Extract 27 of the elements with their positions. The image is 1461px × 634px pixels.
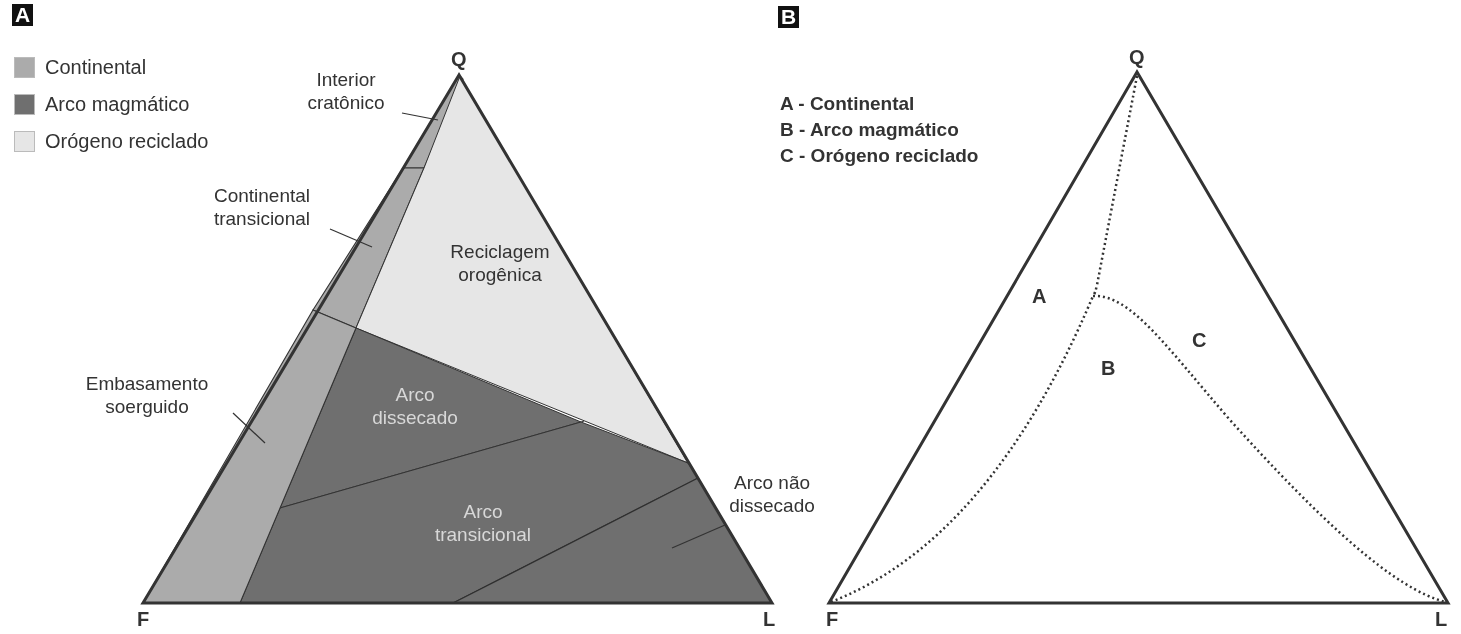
region-label: Reciclagem orogênica [449,240,551,286]
legend-text: Continental [45,55,147,79]
leader-line [329,228,373,248]
region-label: Arco transicional [433,500,533,546]
panel-letter: A [12,4,34,26]
region-letter: B [1101,356,1116,380]
vertex-label: L [763,607,776,631]
vertex-label: Q [1129,45,1145,69]
panel-letter: B [778,6,800,28]
vertex-label: F [826,607,839,631]
vertex-label: F [137,607,150,631]
region-label: Arco não dissecado [722,471,822,517]
vertex-label: L [1435,607,1448,631]
key-text: A - Continental [780,92,915,116]
leader-line [671,524,726,549]
legend-text: Arco magmático [45,92,190,116]
region-label: Continental transicional [192,184,332,230]
region-label: Arco dissecado [371,383,459,429]
key-text: C - Orógeno reciclado [780,144,979,168]
region-label: Embasamento soerguido [82,372,212,418]
vertex-label: Q [451,47,467,71]
leader-line [401,112,439,121]
region-label: Interior cratônico [290,68,402,114]
key-text: B - Arco magmático [780,118,959,142]
region-letter: C [1192,328,1207,352]
legend-text: Orógeno reciclado [45,129,209,153]
region-letter: A [1032,284,1047,308]
